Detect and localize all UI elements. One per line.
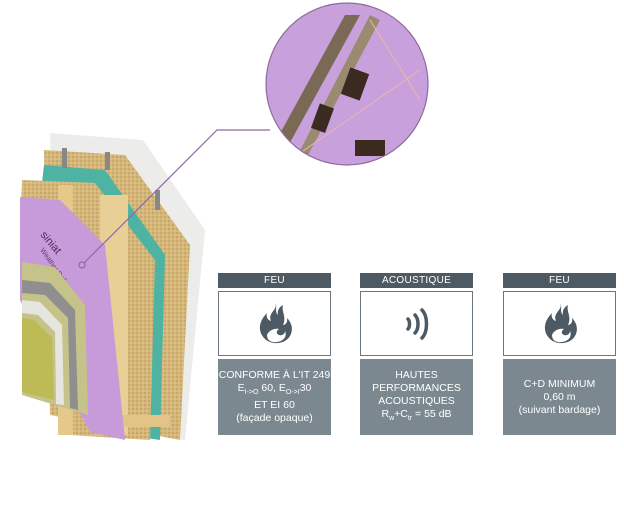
- card-icon-box: [360, 291, 473, 356]
- card-body: HAUTES PERFORMANCES ACOUSTIQUES Rw+Ctr =…: [360, 359, 473, 435]
- detail-photo: [266, 3, 428, 165]
- card-icon-box: [218, 291, 331, 356]
- card-line: 0,60 m: [543, 390, 576, 403]
- card-body: C+D MINIMUM 0,60 m (suivant bardage): [503, 359, 616, 435]
- card-icon-box: [503, 291, 616, 356]
- sound-waves-icon: [405, 307, 428, 340]
- card-body: CONFORME À L'IT 249 EI->O 60, EO->I30 ET…: [218, 359, 331, 435]
- card-line: CONFORME À L'IT 249: [218, 368, 331, 381]
- render-yellow: [22, 318, 54, 400]
- callout-dot: [78, 261, 86, 269]
- metal-clip: [155, 190, 160, 210]
- card-line: ET EI 60: [254, 399, 295, 412]
- card-header: FEU: [503, 273, 616, 288]
- card-header: FEU: [218, 273, 331, 288]
- card-line: PERFORMANCES: [372, 381, 461, 394]
- render-grey: [22, 280, 78, 410]
- fire-card-1: FEU CONFORME À L'IT 249 EI->O 60, EO->I3…: [218, 273, 331, 435]
- rail: [110, 415, 170, 427]
- detail-circle: [265, 2, 429, 166]
- card-line: (suivant bardage): [518, 403, 601, 416]
- card-line: ACOUSTIQUES: [378, 394, 455, 407]
- acoustic-card: ACOUSTIQUE HAUTES PERFORMANCES ACOUSTIQU…: [360, 273, 473, 435]
- render-white: [22, 300, 64, 405]
- metal-clip: [62, 148, 67, 168]
- card-line: Rw+Ctr = 55 dB: [381, 407, 452, 423]
- card-line: EI->O 60, EO->I30: [237, 381, 312, 397]
- card-line: HAUTES: [395, 368, 438, 381]
- card-header: ACOUSTIQUE: [360, 273, 473, 288]
- flame-icon: [259, 302, 292, 343]
- callout-line: [83, 129, 270, 264]
- card-line: C+D MINIMUM: [523, 377, 596, 390]
- card-line: (façade opaque): [236, 412, 313, 425]
- flame-icon: [544, 302, 577, 343]
- fire-card-2: FEU C+D MINIMUM 0,60 m (suivant bardage): [503, 273, 616, 435]
- metal-clip: [105, 152, 110, 170]
